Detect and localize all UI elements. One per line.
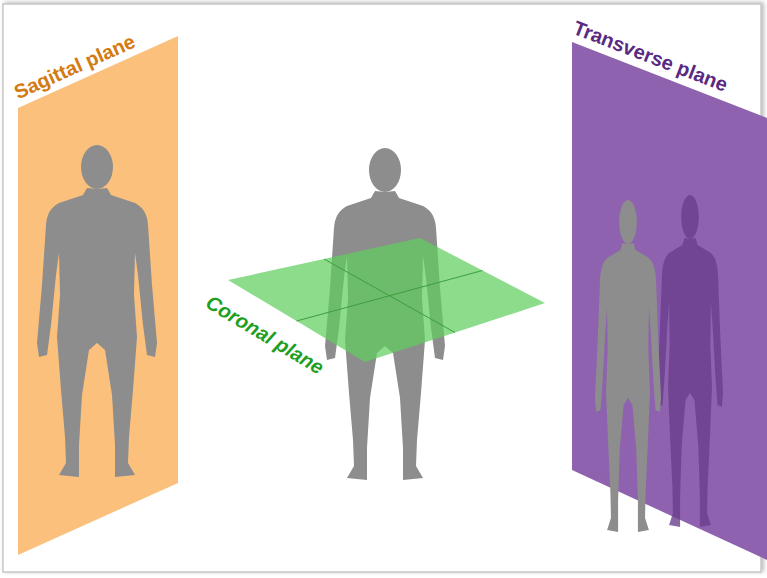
human-silhouette [37, 145, 157, 477]
plane-label: Coronal plane [202, 290, 329, 379]
human-silhouette [595, 200, 661, 532]
sagittal-plane [18, 36, 178, 555]
silhouette-shadow [657, 195, 723, 527]
transverse-plane [572, 42, 767, 560]
plane-label: Sagittal plane [10, 29, 139, 104]
plane-grid-line [297, 271, 483, 322]
plane-label: Transverse plane [570, 16, 731, 97]
